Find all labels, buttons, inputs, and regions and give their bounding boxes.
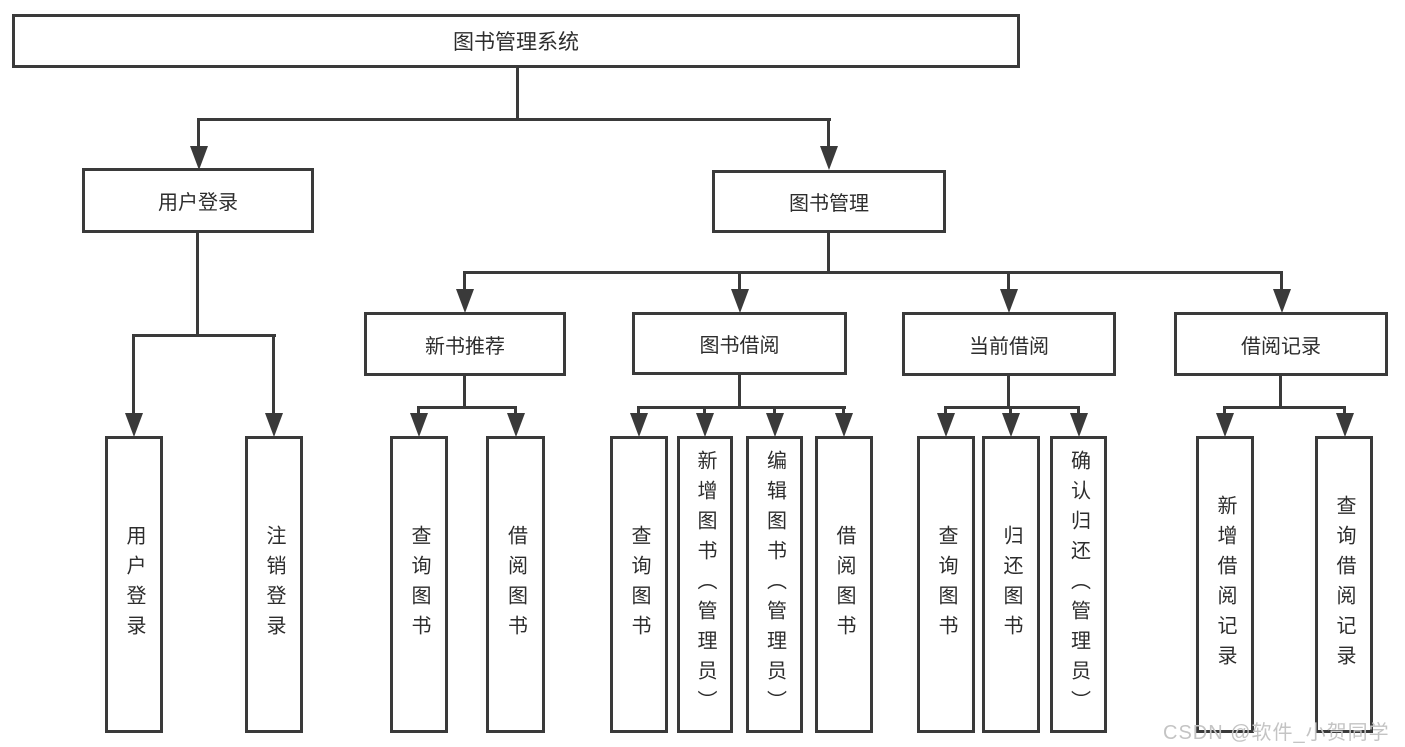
connector-line	[417, 406, 517, 409]
connector-line	[132, 334, 276, 337]
arrow-down-icon	[820, 146, 838, 170]
node-user-login: 用户登录	[82, 168, 314, 233]
connector-line	[1280, 271, 1283, 293]
arrow-down-icon	[1002, 413, 1020, 437]
arrow-down-icon	[835, 413, 853, 437]
arrow-down-icon	[630, 413, 648, 437]
connector-line	[944, 406, 947, 416]
node-book-borrow: 图书借阅	[632, 312, 847, 375]
connector-line	[272, 334, 275, 414]
arrow-down-icon	[190, 146, 208, 170]
connector-line	[827, 231, 830, 274]
leaf-label: 借阅图书	[504, 524, 527, 645]
node-root-library-system: 图书管理系统	[12, 14, 1020, 68]
arrow-down-icon	[1000, 289, 1018, 313]
arrow-down-icon	[265, 413, 283, 437]
connector-line	[637, 406, 640, 416]
connector-line	[1007, 374, 1010, 409]
leaf-user-login: 用户登录	[105, 436, 163, 733]
connector-line	[197, 118, 831, 121]
connector-line	[1223, 406, 1226, 416]
arrow-down-icon	[456, 289, 474, 313]
connector-line	[132, 334, 135, 414]
connector-line	[463, 271, 466, 293]
node-current-borrow: 当前借阅	[902, 312, 1116, 376]
leaf-label: 查询图书	[408, 524, 430, 645]
csdn-watermark: CSDN @软件_小贺同学	[1163, 722, 1390, 744]
leaf-query-books-borrow: 查询图书	[610, 436, 668, 733]
leaf-borrow-books-recommend: 借阅图书	[486, 436, 545, 733]
leaf-logout: 注销登录	[245, 436, 303, 733]
connector-line	[514, 406, 517, 416]
connector-line	[1009, 406, 1012, 416]
connector-line	[738, 373, 741, 409]
connector-line	[197, 118, 200, 152]
leaf-label: 新增借阅记录	[1214, 494, 1236, 675]
connector-line	[637, 406, 846, 409]
leaf-query-books-current: 查询图书	[917, 436, 975, 733]
connector-line	[463, 271, 1283, 274]
leaf-query-borrow-record: 查询借阅记录	[1315, 436, 1373, 733]
arrow-down-icon	[507, 413, 525, 437]
arrow-down-icon	[1336, 413, 1354, 437]
leaf-label: 新增图书（管理员）	[694, 449, 716, 720]
leaf-borrow-books-borrow: 借阅图书	[815, 436, 873, 733]
connector-line	[738, 271, 741, 293]
arrow-down-icon	[1216, 413, 1234, 437]
connector-line	[1343, 406, 1346, 416]
node-book-management: 图书管理	[712, 170, 946, 233]
connector-line	[417, 406, 420, 416]
leaf-edit-book-admin: 编辑图书（管理员）	[746, 436, 803, 733]
leaf-query-books-recommend: 查询图书	[390, 436, 448, 733]
connector-line	[1279, 374, 1282, 409]
node-borrow-records: 借阅记录	[1174, 312, 1388, 376]
arrow-down-icon	[766, 413, 784, 437]
connector-line	[703, 406, 706, 416]
leaf-label: 借阅图书	[833, 524, 855, 645]
connector-line	[1223, 406, 1346, 409]
leaf-label: 查询借阅记录	[1333, 494, 1355, 675]
arrow-down-icon	[1273, 289, 1291, 313]
leaf-label: 查询图书	[628, 524, 650, 645]
leaf-label: 用户登录	[123, 524, 145, 645]
connector-line	[944, 406, 1080, 409]
leaf-label: 归还图书	[1000, 524, 1022, 645]
node-new-book-recommend: 新书推荐	[364, 312, 566, 376]
leaf-label: 查询图书	[935, 524, 957, 645]
connector-line	[827, 118, 830, 152]
leaf-add-book-admin: 新增图书（管理员）	[677, 436, 733, 733]
leaf-return-books: 归还图书	[982, 436, 1040, 733]
leaf-label: 确认归还（管理员）	[1067, 449, 1090, 720]
connector-line	[1007, 271, 1010, 293]
leaf-add-borrow-record: 新增借阅记录	[1196, 436, 1254, 733]
leaf-confirm-return-admin: 确认归还（管理员）	[1050, 436, 1107, 733]
connector-line	[842, 406, 845, 416]
connector-line	[196, 231, 199, 337]
arrow-down-icon	[937, 413, 955, 437]
connector-line	[773, 406, 776, 416]
connector-line	[463, 374, 466, 409]
arrow-down-icon	[731, 289, 749, 313]
leaf-label: 编辑图书（管理员）	[763, 449, 786, 720]
arrow-down-icon	[410, 413, 428, 437]
connector-line	[1077, 406, 1080, 416]
arrow-down-icon	[125, 413, 143, 437]
connector-line	[516, 66, 519, 121]
arrow-down-icon	[1070, 413, 1088, 437]
leaf-label: 注销登录	[263, 524, 285, 645]
arrow-down-icon	[696, 413, 714, 437]
